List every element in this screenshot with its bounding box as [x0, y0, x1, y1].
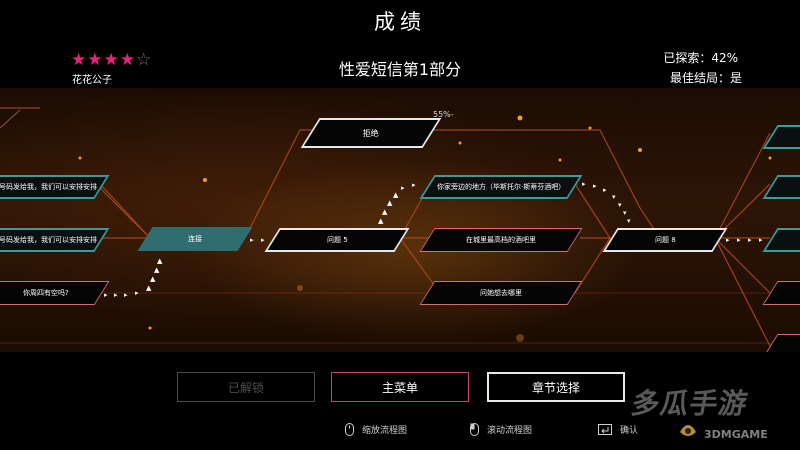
- rating-label: 花花公子: [72, 75, 112, 86]
- flow-node-ask-where[interactable]: 问她想去哪里: [419, 281, 583, 305]
- flow-node-label: 问她想去哪里: [480, 289, 522, 297]
- star-filled-icon: ★: [87, 50, 103, 70]
- flow-node-label: 问题 8: [654, 236, 676, 244]
- flow-node-connect[interactable]: 连接: [137, 227, 253, 251]
- flow-node-label: 你家旁边的地方（毕斯托尔·斯蒂芬酒吧）: [436, 183, 566, 191]
- flow-node-left-bottom[interactable]: 你周四有空吗?: [0, 281, 110, 305]
- star-filled-icon: ★: [119, 50, 135, 70]
- enter-key-icon: [598, 424, 612, 435]
- confirm-hint: 确认: [598, 423, 638, 436]
- chapter-title: 性爱短信第1部分: [338, 60, 462, 79]
- flow-node-left-mid[interactable]: 们的号码发给我，我们可以安排安排: [0, 228, 110, 252]
- flow-node-label: 拒绝: [363, 128, 379, 138]
- explored-stat: 已探索：42%: [663, 51, 738, 65]
- best-ending-stat: 最佳结局：是: [669, 71, 742, 85]
- flow-node-label: 你周四有空吗?: [23, 289, 69, 297]
- flow-node-nearby-place[interactable]: 你家旁边的地方（毕斯托尔·斯蒂芬酒吧）: [419, 175, 583, 199]
- scroll-hint: 滚动流程图: [470, 423, 532, 436]
- main-menu-button[interactable]: 主菜单: [331, 372, 469, 402]
- scroll-hint-label: 滚动流程图: [487, 426, 533, 436]
- chapter-select-button[interactable]: 章节选择: [487, 372, 625, 402]
- page-title: 成绩: [374, 10, 426, 34]
- flow-node-question-5[interactable]: 问题 5: [264, 228, 410, 252]
- flow-node-label: 在城里最高档的酒吧里: [466, 236, 536, 244]
- star-empty-icon: ☆: [136, 50, 152, 70]
- flow-node-label: 们的号码发给我，我们可以安排安排: [0, 183, 97, 191]
- flow-node-reject[interactable]: 拒绝: [300, 118, 442, 148]
- star-filled-icon: ★: [103, 50, 119, 70]
- mouse-drag-icon: [470, 423, 479, 436]
- flow-node-label: 问题 5: [326, 236, 348, 244]
- watermark-text: 多瓜手游: [628, 387, 751, 420]
- star-filled-icon: ★: [71, 50, 87, 70]
- mouse-wheel-icon: [345, 423, 354, 436]
- flow-node-left-top[interactable]: 们的号码发给我，我们可以安排安排: [0, 175, 110, 199]
- flowchart-panel[interactable]: 55%- 们的号码发给我，我们可以安排安排 们的号码发给我，我们可以安排安排 你…: [0, 88, 800, 352]
- flow-node-highest-bar[interactable]: 在城里最高档的酒吧里: [419, 228, 583, 252]
- watermark-logo-icon: [676, 418, 700, 444]
- watermark-brand: 3DMGAME: [704, 428, 768, 441]
- flow-node-label: 们的号码发给我，我们可以安排安排: [0, 236, 97, 244]
- completion-percent-label: 55%-: [433, 110, 454, 119]
- star-rating: ★★★★☆: [71, 50, 152, 69]
- flow-node-question-8[interactable]: 问题 8: [602, 228, 728, 252]
- zoom-hint-label: 缩放流程图: [362, 426, 408, 436]
- zoom-hint: 缩放流程图: [345, 423, 407, 436]
- unlocked-button[interactable]: 已解锁: [177, 372, 315, 402]
- flow-node-label: 连接: [188, 235, 202, 243]
- confirm-hint-label: 确认: [620, 426, 639, 436]
